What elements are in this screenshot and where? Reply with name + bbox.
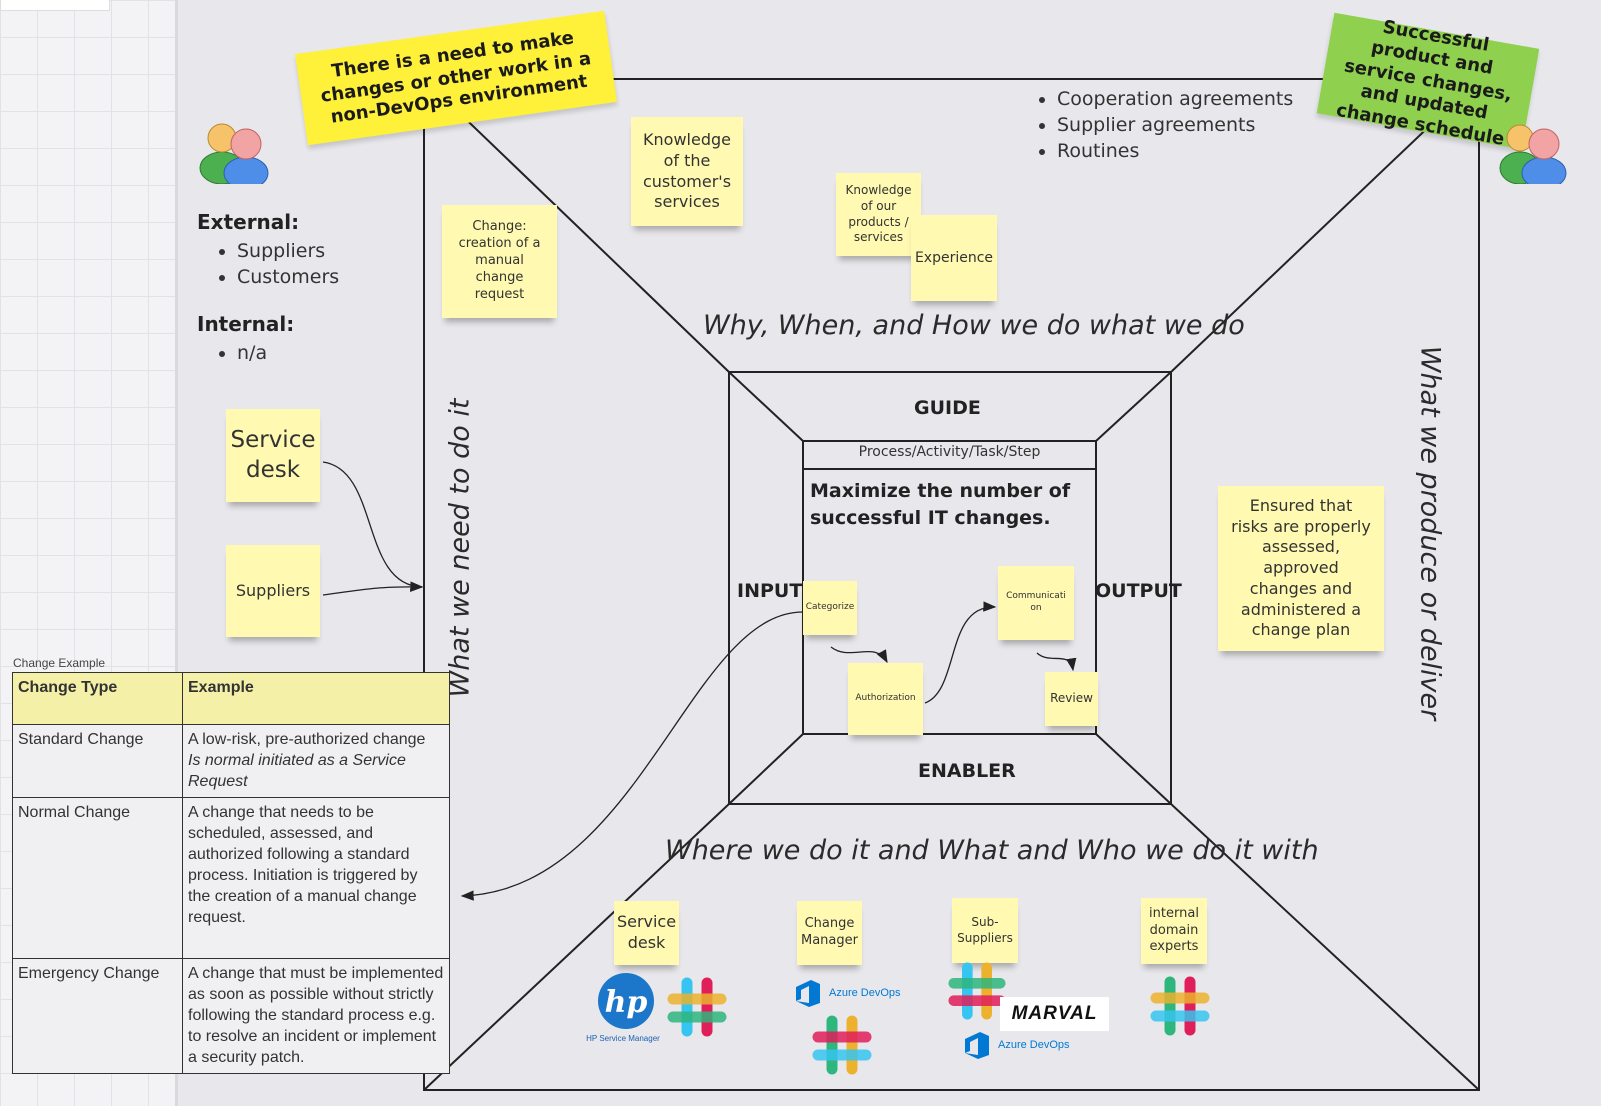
sticky-service-desk-input[interactable]: Service desk xyxy=(226,409,320,502)
external-heading: External: xyxy=(197,210,300,234)
col-header-example: Example xyxy=(182,672,450,725)
sticky-change-manager[interactable]: Change Manager xyxy=(797,901,862,965)
col-header-type: Change Type xyxy=(12,672,183,725)
sticky-review[interactable]: Review xyxy=(1045,672,1098,726)
arrow-authorization-to-communication xyxy=(924,601,997,704)
cell-example: A change that needs to be scheduled, ass… xyxy=(182,797,450,959)
cell-type: Emergency Change xyxy=(12,958,183,1074)
cell-type: Normal Change xyxy=(12,797,183,959)
arrow-service-desk-to-input xyxy=(322,461,424,592)
axis-bottom-label: Where we do it and What and Who we do it… xyxy=(665,835,1319,866)
hp-logo: hp HP Service Manager xyxy=(586,972,662,1043)
sticky-output-result[interactable]: Ensured that risks are properly assessed… xyxy=(1218,486,1384,651)
table-row: Emergency Change A change that must be i… xyxy=(12,958,450,1074)
diag-tl xyxy=(423,78,730,373)
output-label: OUTPUT xyxy=(1095,580,1182,602)
guide-list: Cooperation agreements Supplier agreemen… xyxy=(1017,86,1293,164)
hp-caption: HP Service Manager xyxy=(586,1034,660,1043)
axis-left-label: What we need to do it xyxy=(444,398,476,698)
sticky-service-desk-enabler[interactable]: Service desk xyxy=(614,901,679,965)
middle-frame xyxy=(728,371,1172,805)
cell-example: A change that must be implemented as soo… xyxy=(182,958,450,1074)
azure-devops-logo: Azure DevOps xyxy=(962,1030,1070,1060)
change-example-table: Change Type Example Standard Change A lo… xyxy=(12,672,450,1074)
axis-right-label: What we produce or deliver xyxy=(1414,345,1446,721)
guide-item: Routines xyxy=(1057,138,1293,164)
azure-caption: Azure DevOps xyxy=(829,987,901,999)
sticky-communication[interactable]: Communicati on xyxy=(998,566,1074,640)
arrow-categorize-to-table xyxy=(460,611,804,901)
slack-icon xyxy=(1150,976,1210,1036)
input-label: INPUT xyxy=(737,580,803,602)
marval-logo: MARVAL xyxy=(1000,997,1109,1031)
slack-icon xyxy=(948,962,1006,1020)
cell-type: Standard Change xyxy=(12,724,183,798)
cell-example-note: Is normal initiated as a Service Request xyxy=(188,752,406,790)
arrow-suppliers-to-input xyxy=(322,581,424,596)
azure-devops-icon xyxy=(796,980,820,1007)
people-icon-output xyxy=(1499,124,1567,184)
sticky-sub-suppliers[interactable]: Sub-Suppliers xyxy=(952,898,1018,963)
arrow-communication-to-review xyxy=(1036,652,1077,672)
diag-bl xyxy=(423,803,730,1091)
cell-example: A low-risk, pre-authorized change Is nor… xyxy=(182,724,450,798)
table-caption: Change Example xyxy=(13,656,106,670)
people-icon xyxy=(199,123,269,184)
stakeholders-block: External: Suppliers Customers Internal: … xyxy=(197,210,339,366)
guide-item: Cooperation agreements xyxy=(1057,86,1293,112)
arrow-categorize-to-authorization xyxy=(830,646,888,664)
axis-top-label: Why, When, and How we do what we do xyxy=(703,310,1245,341)
svg-text:hp: hp xyxy=(605,985,648,1020)
slack-icon xyxy=(812,1015,872,1075)
slack-icon xyxy=(667,977,727,1037)
table-row: Standard Change A low-risk, pre-authoriz… xyxy=(12,724,450,798)
enabler-label: ENABLER xyxy=(918,760,1016,782)
azure-devops-icon xyxy=(965,1032,989,1059)
table-row: Normal Change A change that needs to be … xyxy=(12,797,450,959)
diag-br xyxy=(1170,803,1480,1091)
panel-divider xyxy=(175,0,178,1106)
internal-item: n/a xyxy=(237,340,339,366)
sticky-suppliers-input[interactable]: Suppliers xyxy=(226,545,320,637)
table-header-row: Change Type Example xyxy=(12,672,450,725)
guide-label: GUIDE xyxy=(914,397,981,419)
sticky-authorization[interactable]: Authorization xyxy=(848,663,923,735)
sticky-internal-experts[interactable]: internal domain experts xyxy=(1141,898,1207,964)
toolbar-stub xyxy=(0,0,110,11)
internal-heading: Internal: xyxy=(197,312,295,336)
guide-item: Supplier agreements xyxy=(1057,112,1293,138)
cell-example-text: A low-risk, pre-authorized change xyxy=(188,731,426,748)
goal-text: Maximize the number of successful IT cha… xyxy=(810,480,1071,529)
process-header: Process/Activity/Task/Step xyxy=(858,444,1041,460)
azure-devops-logo: Azure DevOps xyxy=(793,978,901,1008)
sticky-knowledge-products[interactable]: Knowledge of our products / services xyxy=(836,173,921,256)
sticky-experience[interactable]: Experience xyxy=(911,215,997,301)
external-item: Suppliers xyxy=(237,238,339,264)
sticky-change-manual[interactable]: Change: creation of a manual change requ… xyxy=(442,205,557,318)
sticky-categorize[interactable]: Categorize xyxy=(803,581,857,635)
outer-frame xyxy=(423,78,1480,1091)
external-item: Customers xyxy=(237,264,339,290)
sticky-knowledge-customer[interactable]: Knowledge of the customer's services xyxy=(631,117,743,226)
azure-caption: Azure DevOps xyxy=(998,1039,1070,1051)
